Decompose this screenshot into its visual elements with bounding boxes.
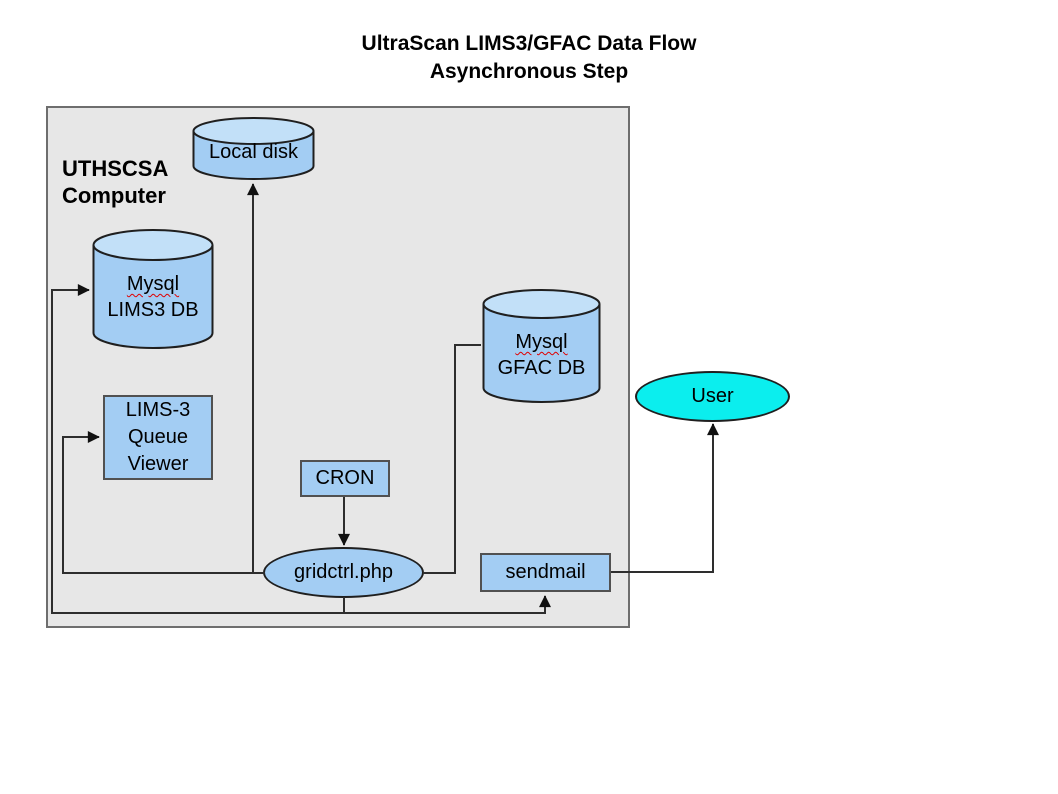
user-label: User (691, 385, 734, 407)
uthscsa-label-line2: Computer (62, 183, 166, 208)
node-lims3-queue-viewer: LIMS-3 Queue Viewer (103, 395, 213, 480)
diagram-title: UltraScan LIMS3/GFAC Data Flow Asynchron… (0, 30, 1058, 86)
queue-viewer-label-line2: Queue (127, 426, 189, 448)
node-user: User (635, 371, 790, 422)
queue-viewer-label-line1: LIMS-3 (125, 399, 191, 421)
local-disk-label: Local disk (209, 141, 298, 163)
node-sendmail: sendmail (480, 553, 611, 592)
node-local-disk: Local disk (192, 117, 315, 182)
mysql-gfac-db-label-line1: Mysql (515, 331, 568, 353)
node-gridctrl-php: gridctrl.php (263, 547, 424, 598)
diagram-title-line2: Asynchronous Step (429, 60, 629, 83)
mysql-lims3-db-label-line1: Mysql (126, 273, 180, 295)
uthscsa-label-line1: UTHSCSA (62, 156, 169, 181)
node-cron: CRON (300, 460, 390, 497)
mysql-lims3-db-label-line2: LIMS3 DB (107, 299, 199, 321)
queue-viewer-label-line3: Viewer (127, 453, 189, 475)
mysql-lims3-db-label: Mysql LIMS3 DB (92, 271, 214, 323)
sendmail-label: sendmail (505, 561, 586, 583)
cron-label: CRON (315, 467, 375, 489)
uthscsa-computer-label: UTHSCSA Computer (62, 155, 168, 209)
diagram-title-line1: UltraScan LIMS3/GFAC Data Flow (361, 32, 697, 55)
node-mysql-lims3-db: Mysql LIMS3 DB (92, 229, 214, 350)
gridctrl-label: gridctrl.php (294, 561, 393, 583)
mysql-gfac-db-label-line2: GFAC DB (497, 357, 586, 379)
cylinder-shape (192, 117, 315, 180)
mysql-gfac-db-label: Mysql GFAC DB (482, 329, 601, 381)
node-mysql-gfac-db: Mysql GFAC DB (482, 289, 601, 405)
